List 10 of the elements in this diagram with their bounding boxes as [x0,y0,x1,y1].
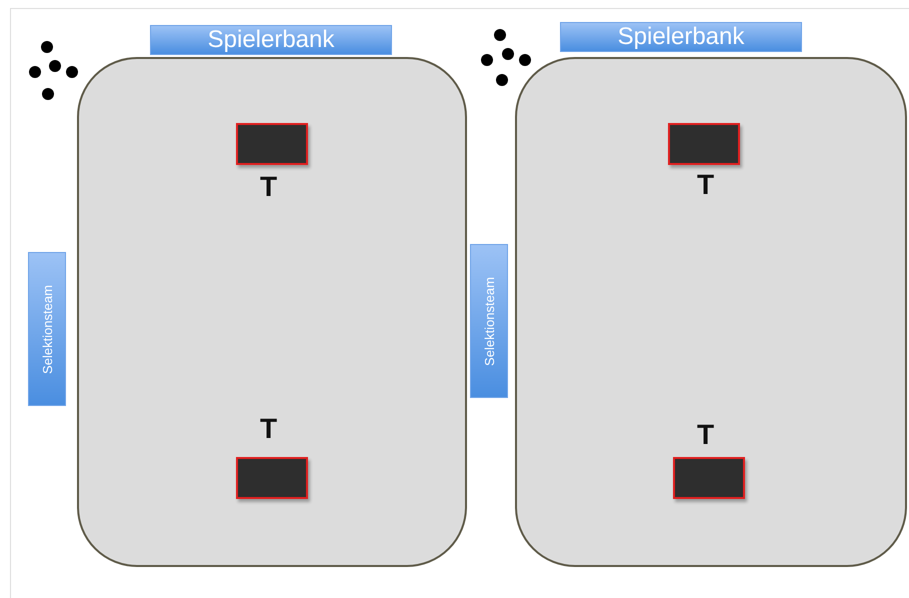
banner-label: Selektionsteam [40,284,54,374]
trainer-mark: T [260,413,278,445]
trainer-mark: T [697,169,714,201]
trainer-mark: T [697,419,714,451]
banner-label: Selektionsteam [482,276,496,366]
selection-team-banner [470,244,508,398]
bench-banner: Spielerbank [560,22,802,52]
selection-team-banner [28,252,66,406]
bench-banner: Spielerbank [150,25,392,55]
trainer-mark: T [260,171,278,203]
